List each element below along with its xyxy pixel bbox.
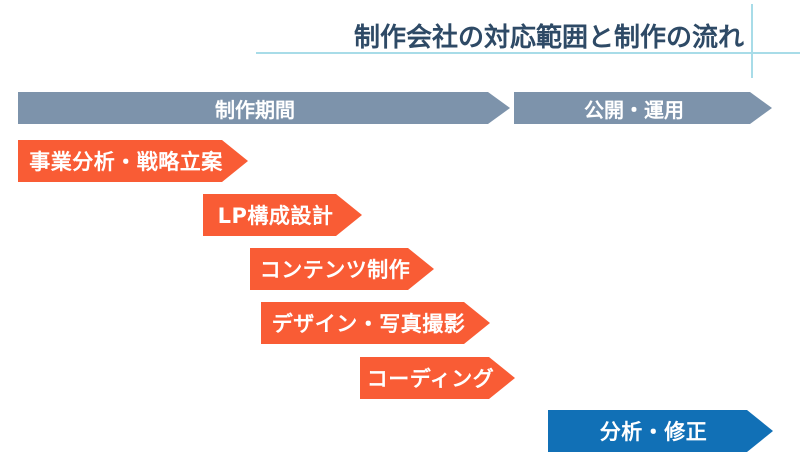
- step-arrow-lp-structure-design: LP構成設計: [203, 194, 362, 236]
- phase-label-publish-operate: 公開・運用: [584, 97, 684, 122]
- page-title: 制作会社の対応範囲と制作の流れ: [353, 23, 744, 53]
- title-underline-rule: [256, 52, 800, 54]
- title-vertical-rule: [751, 4, 753, 78]
- phase-label-production-period: 制作期間: [215, 97, 295, 122]
- step-arrow-design-photography: デザイン・写真撮影: [261, 302, 490, 344]
- step-label-design-photography: デザイン・写真撮影: [271, 312, 466, 336]
- step-label-lp-structure-design: LP構成設計: [217, 204, 334, 228]
- step-label-analysis-revision: 分析・修正: [599, 420, 708, 444]
- step-label-business-analysis-strategy: 事業分析・戦略立案: [29, 150, 223, 174]
- phase-arrow-publish-operate: 公開・運用: [514, 92, 772, 124]
- step-arrow-analysis-revision: 分析・修正: [548, 410, 773, 452]
- phase-arrow-production-period: 制作期間: [18, 92, 510, 124]
- step-arrow-business-analysis-strategy: 事業分析・戦略立案: [18, 140, 248, 182]
- step-label-content-production: コンテンツ制作: [259, 258, 411, 282]
- step-arrow-coding: コーディング: [360, 357, 515, 399]
- step-label-coding: コーディング: [366, 367, 495, 391]
- step-arrow-content-production: コンテンツ制作: [250, 248, 434, 290]
